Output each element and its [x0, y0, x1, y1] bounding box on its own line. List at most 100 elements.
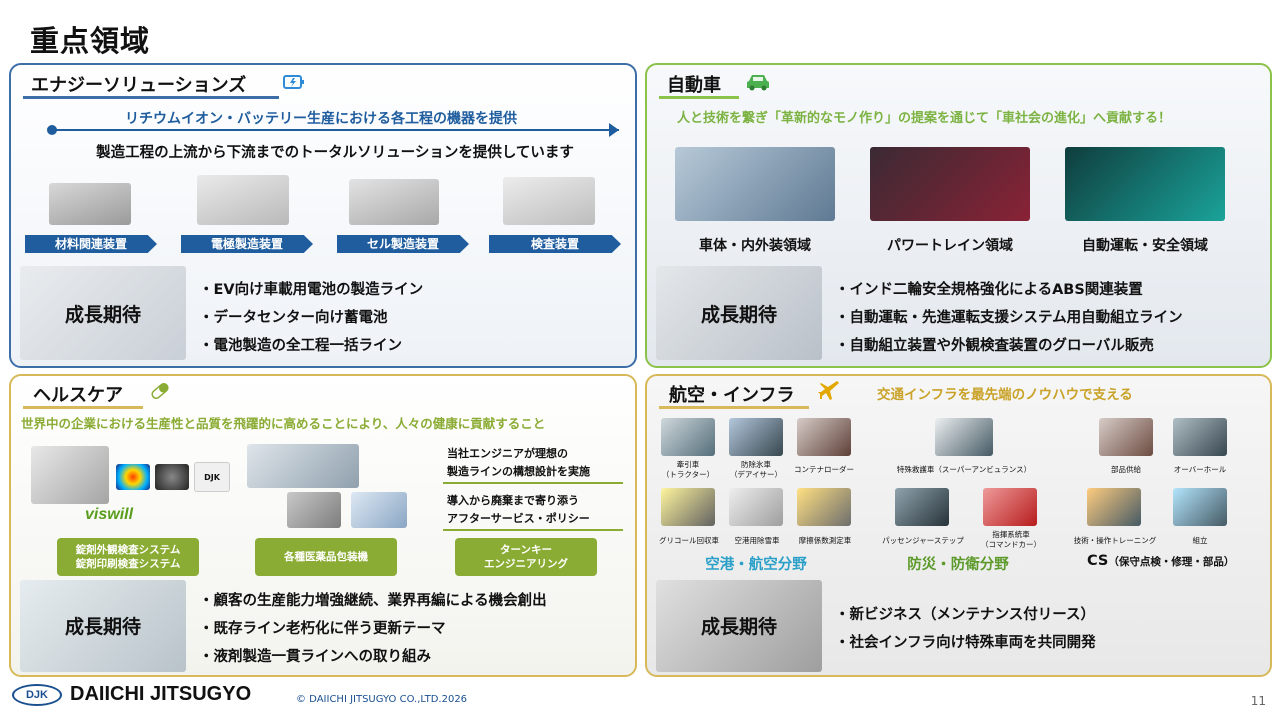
training-image: [1087, 488, 1141, 526]
energy-bullet-3: ・電池製造の全工程一括ライン: [199, 338, 402, 354]
tablet-inspection-line1: 錠剤外観検査システム: [75, 544, 181, 556]
tablet-scan-image: [155, 464, 189, 490]
packaging-machine-image: [247, 444, 359, 488]
pharma-packaging-button[interactable]: 各種医薬品包装機: [255, 538, 397, 576]
snow-removal-image: [729, 488, 783, 526]
body-interior-image: [675, 147, 835, 221]
process-step-material: 材料関連装置: [25, 235, 157, 253]
brand-name: DAIICHI JITSUGYO: [70, 683, 252, 705]
pharma-packaging-label: 各種医薬品包装機: [284, 551, 368, 563]
auto-domain-autonomous: 自動運転・安全領域: [1082, 238, 1208, 254]
after-service-note-line1: 導入から廃棄まで寄り添う: [447, 494, 579, 507]
tractor-image: [661, 418, 715, 456]
airport-aviation-category: 空港・航空分野: [705, 557, 807, 573]
viswill-logo: viswill: [85, 506, 134, 523]
friction-tester-caption: 摩擦係数測定車: [798, 536, 852, 545]
tablet-inspection-machine-image: [31, 446, 109, 504]
automotive-panel: 自動車 人と技術を繋ぎ「革新的なモノ作り」の提案を通じて「車社会の進化」へ貢献す…: [645, 63, 1272, 368]
copyright-text: © DAIICHI JITSUGYO CO.,LTD.2026: [296, 694, 468, 705]
healthcare-panel: ヘルスケア 世界中の企業における生産性と品質を飛躍的に高めることにより、人々の健…: [9, 374, 637, 677]
energy-title-underline: [23, 96, 279, 99]
air-title-underline: [659, 406, 809, 409]
electrode-equipment-image: [197, 175, 289, 225]
air-growth-image: [656, 580, 822, 672]
health-growth-image: [20, 580, 186, 672]
command-car-image: [983, 488, 1037, 526]
energy-bullet-2: ・データセンター向け蓄電池: [199, 310, 388, 326]
process-arrow-start-dot: [47, 125, 57, 135]
auto-domain-powertrain: パワートレイン領域: [887, 238, 1013, 254]
passenger-step-image: [895, 488, 949, 526]
tractor-caption-line2: （トラクター）: [661, 470, 715, 479]
health-bullet-1: ・顧客の生産能力増強継続、業界再編による機会創出: [199, 593, 547, 609]
turnkey-line2: エンジニアリング: [484, 558, 568, 570]
company-logo: DJK DAIICHI JITSUGYO: [12, 683, 251, 706]
command-car-caption-line1: 指揮系統車: [992, 530, 1030, 539]
engineer-design-note-line2: 製造ラインの構想設計を実施: [447, 465, 590, 478]
command-car-caption-line2: （コマンドカー）: [981, 540, 1041, 549]
auto-panel-title: 自動車: [667, 75, 721, 96]
friction-tester-image: [797, 488, 851, 526]
assembly-image: [1173, 488, 1227, 526]
auto-bullet-2: ・自動運転・先進運転支援システム用自動組立ライン: [835, 310, 1183, 326]
health-bullet-2: ・既存ライン老朽化に伴う更新テーマ: [199, 621, 446, 637]
capsule-icon: [149, 381, 171, 401]
auto-tagline: 人と技術を繋ぎ「革新的なモノ作り」の提案を通じて「車社会の進化」へ貢献する！: [677, 111, 1172, 126]
auto-domain-body: 車体・内外装領域: [699, 238, 811, 254]
energy-growth-image: [20, 266, 186, 360]
thermal-scan-image: [116, 464, 150, 490]
djk-logo-mark: DJK: [12, 683, 62, 706]
car-icon: [745, 72, 771, 92]
energy-solutions-panel: エナジーソリューションズ リチウムイオン・バッテリー生産における各工程の機器を提…: [9, 63, 637, 368]
deicer-caption: 防除氷車（デアイサー）: [721, 460, 791, 480]
note2-underline: [443, 529, 623, 531]
cs-category: CS（保守点検・修理・部品）: [1087, 553, 1234, 569]
command-car-caption: 指揮系統車（コマンドカー）: [973, 530, 1049, 550]
parts-supply-image: [1099, 418, 1153, 456]
container-loader-image: [797, 418, 851, 456]
auto-growth-label: 成長期待: [700, 304, 777, 326]
health-tagline: 世界中の企業における生産性と品質を飛躍的に高めることにより、人々の健康に貢献する…: [21, 416, 546, 431]
material-equipment-image: [49, 183, 131, 225]
process-arrow-head: [609, 123, 619, 137]
tractor-caption-line1: 牽引車: [676, 460, 700, 469]
blister-pack-image: [351, 492, 407, 528]
auto-title-underline: [659, 96, 739, 99]
health-growth-label: 成長期待: [64, 616, 141, 638]
auto-growth-image: [656, 266, 822, 360]
health-panel-title: ヘルスケア: [33, 385, 123, 406]
air-bullet-1: ・新ビジネス（メンテナンス付リース）: [835, 607, 1095, 623]
powertrain-image: [870, 147, 1030, 221]
tablet-inspection-line2: 錠剤印刷検査システム: [75, 558, 181, 570]
turnkey-engineering-button[interactable]: ターンキー エンジニアリング: [455, 538, 597, 576]
air-bullet-2: ・社会インフラ向け特殊車両を共同開発: [835, 635, 1096, 651]
packaging-line-image: [287, 492, 341, 528]
super-ambulance-caption: 特殊救護車（スーパーアンビュランス）: [896, 465, 1032, 474]
tablet-inspection-system-button[interactable]: 錠剤外観検査システム 錠剤印刷検査システム: [57, 538, 199, 576]
inspection-equipment-image: [503, 177, 595, 225]
turnkey-line1: ターンキー: [500, 544, 552, 556]
energy-bullet-1: ・EV向け車載用電池の製造ライン: [199, 282, 424, 298]
energy-growth-label: 成長期待: [64, 304, 141, 326]
cell-equipment-image: [349, 179, 439, 225]
engineer-design-note: 当社エンジニアが理想の 製造ラインの構想設計を実施: [447, 445, 590, 481]
cs-category-sub: （保守点検・修理・部品）: [1108, 556, 1235, 568]
airplane-icon: [817, 380, 841, 402]
process-step-inspection: 検査装置: [489, 235, 621, 253]
process-step-cell: セル製造装置: [337, 235, 469, 253]
air-growth-label: 成長期待: [700, 616, 777, 638]
auto-bullet-1: ・インド二輪安全規格強化によるABS関連装置: [835, 282, 1143, 298]
glycol-recovery-caption: グリコール回収車: [659, 536, 719, 545]
cs-category-main: CS: [1087, 553, 1109, 569]
overhaul-caption: オーバーホール: [1173, 465, 1227, 474]
aviation-infra-panel: 航空・インフラ 交通インフラを最先端のノウハウで支える 牽引車（トラクター） 防…: [645, 374, 1272, 677]
autonomous-driving-image: [1065, 147, 1225, 221]
energy-subtitle: 製造工程の上流から下流までのトータルソリューションを提供しています: [96, 145, 574, 161]
after-service-note-line2: アフターサービス・ポリシー: [447, 512, 590, 525]
energy-banner-text: リチウムイオン・バッテリー生産における各工程の機器を提供: [125, 111, 517, 127]
tractor-caption: 牽引車（トラクター）: [653, 460, 723, 480]
snow-removal-caption: 空港用除雪車: [734, 536, 780, 545]
process-arrow-line: [51, 129, 619, 131]
air-panel-title: 航空・インフラ: [669, 385, 795, 406]
container-loader-caption: コンテナローダー: [794, 465, 854, 474]
